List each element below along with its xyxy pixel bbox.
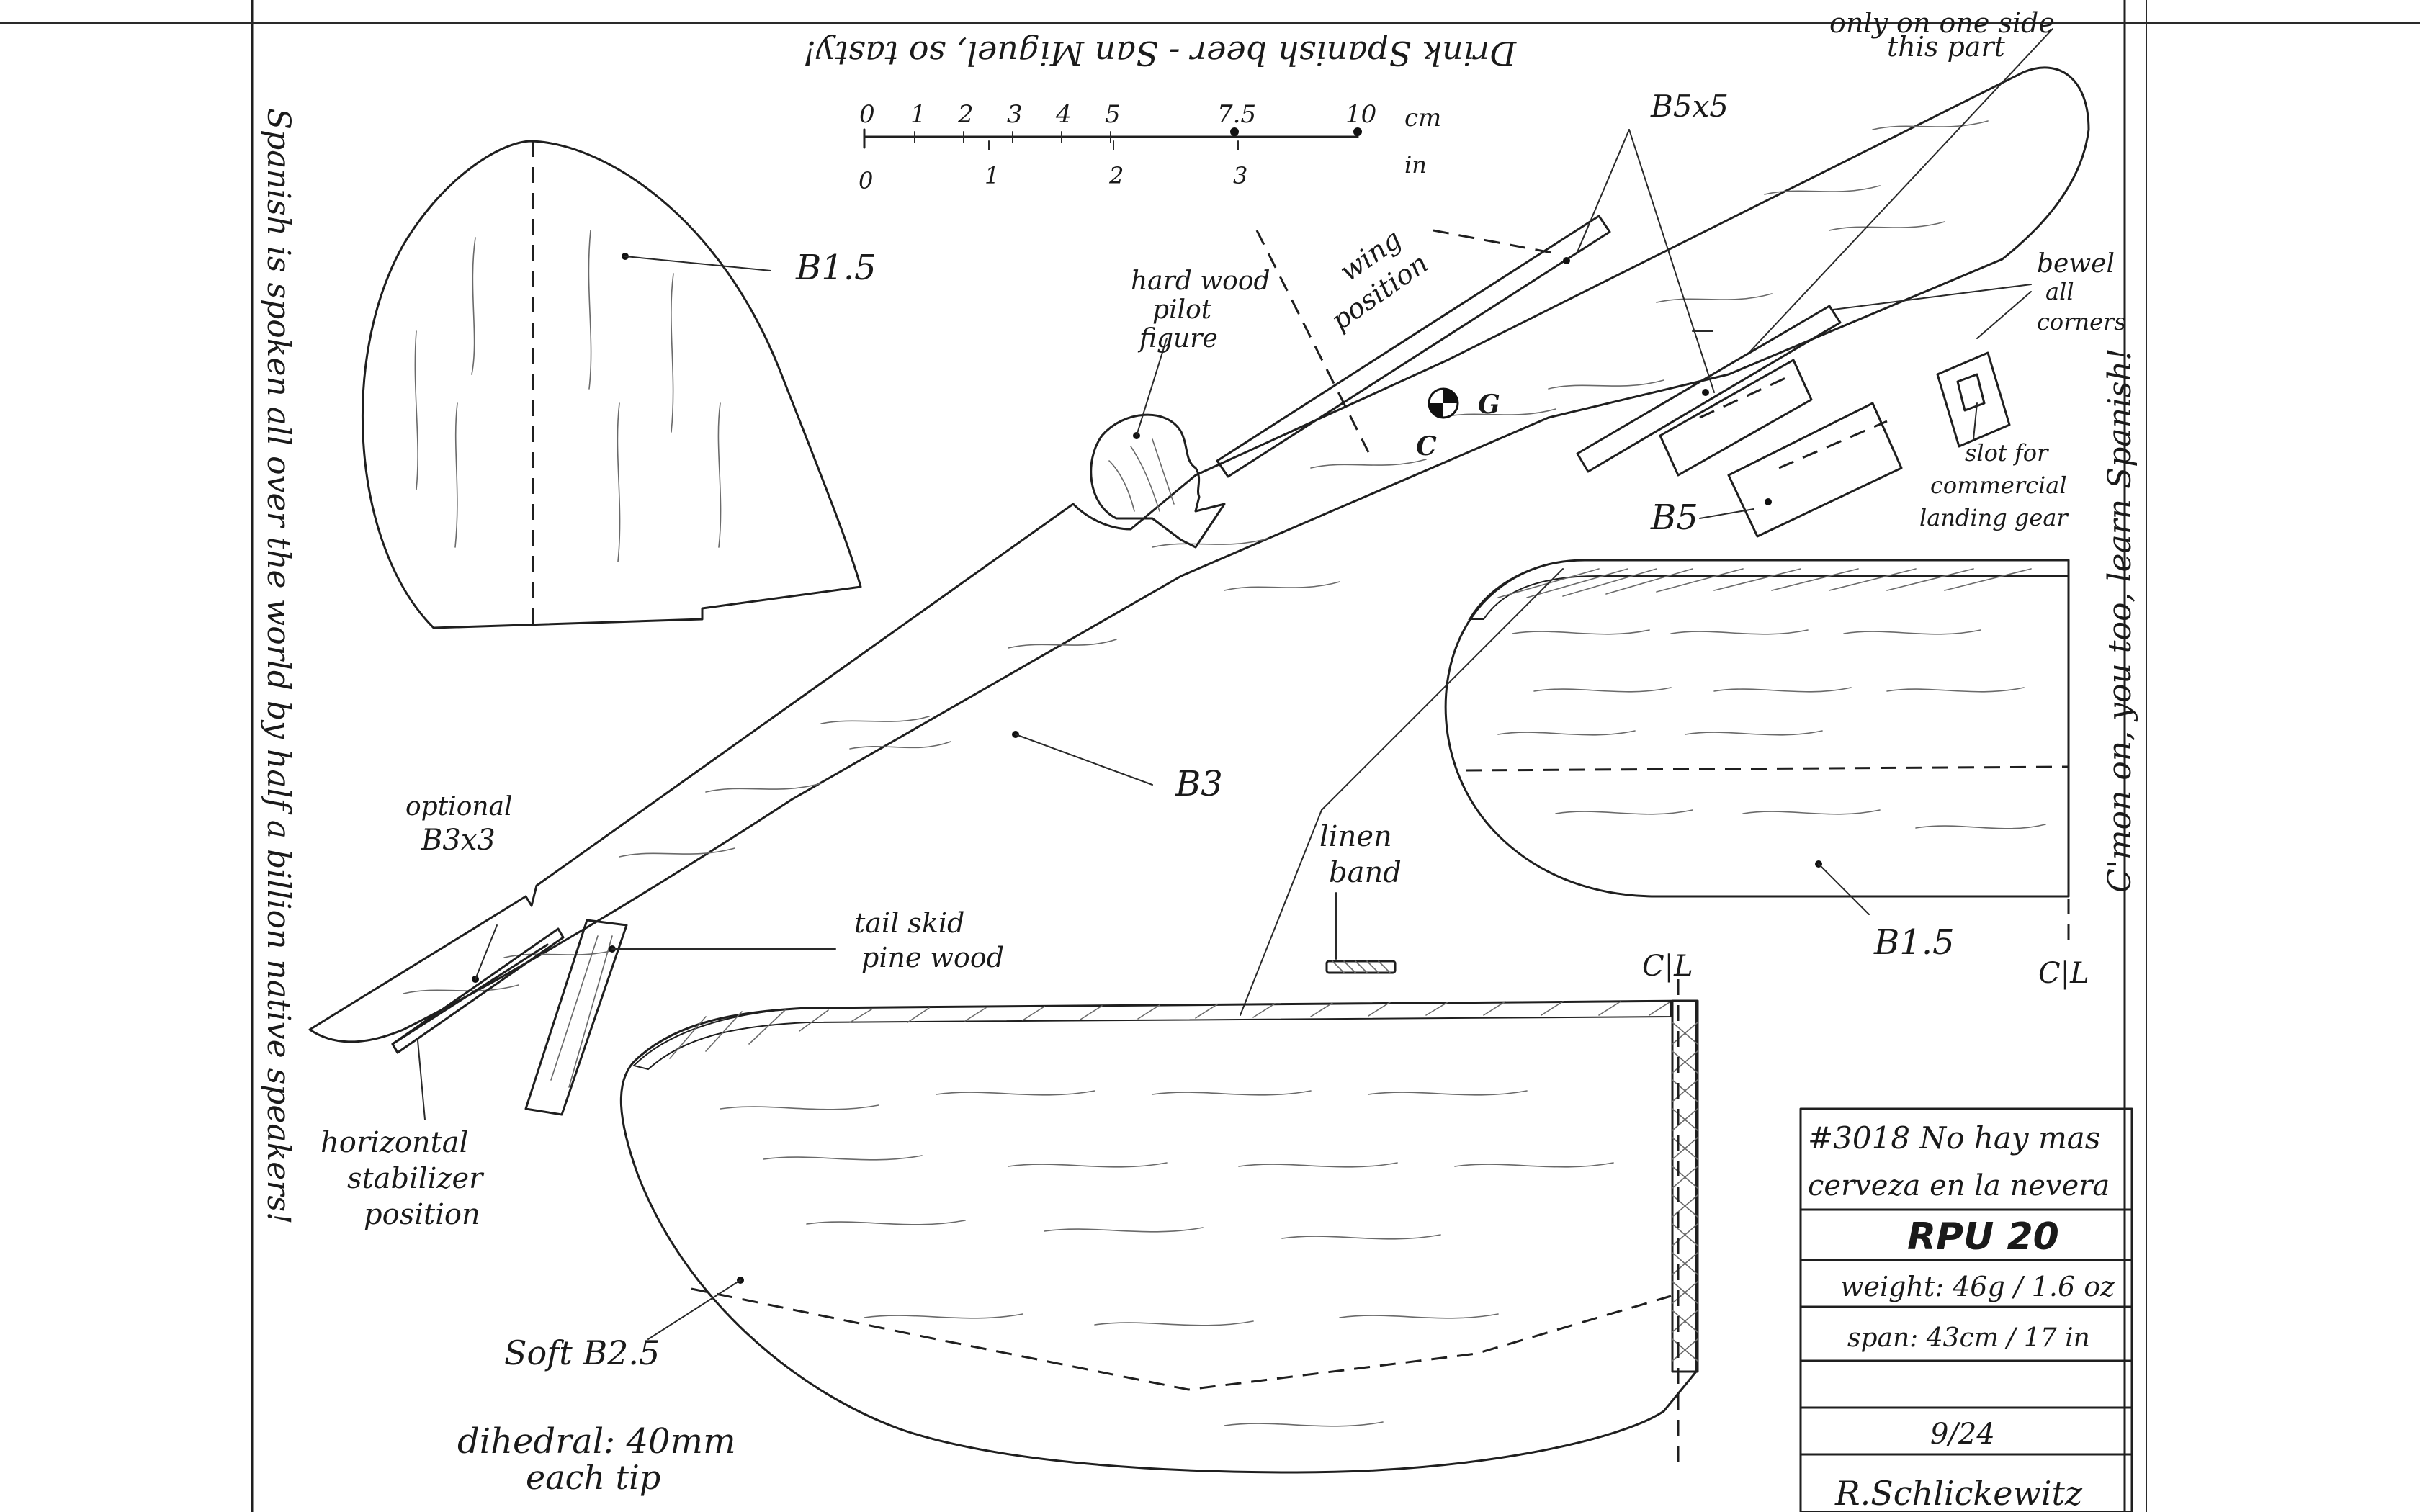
- cg-label-g: G: [1478, 390, 1500, 420]
- in-tick-1: 1: [985, 162, 999, 189]
- fuselage-material-label: B3: [1175, 764, 1223, 804]
- bevel-label-1: bewel: [2037, 249, 2115, 279]
- optional-label-1: optional: [405, 792, 513, 822]
- cm-tick-5: 5: [1105, 100, 1121, 129]
- top-note: Drink Spanish beer - San Miguel, so tast…: [803, 34, 1518, 73]
- right-margin-note: C'mon on, you too, learn Spanish!: [2102, 348, 2138, 893]
- b5x5-label: B5x5: [1650, 89, 1729, 124]
- hstab-label-2: stabilizer: [347, 1162, 485, 1195]
- pilot-label-3: figure: [1137, 324, 1218, 354]
- author-signature: R.Schlickewitz: [1834, 1474, 2083, 1512]
- tail-stabilizer-strip: optional B3x3 horizontal stabilizer posi…: [321, 792, 565, 1231]
- wing-centerline-label: C|L: [1642, 950, 1693, 983]
- title-block: #3018 No hay mas cerveza en la nevera RP…: [1799, 1107, 2133, 1512]
- in-unit-label: in: [1404, 151, 1427, 179]
- skid-label-1: tail skid: [854, 907, 964, 939]
- wing-half: Soft B2.5 C|L: [504, 950, 1699, 1474]
- fin-material-label: B1.5: [795, 248, 877, 288]
- pilot-figure: hard wood pilot figure: [1090, 266, 1270, 549]
- cg-label-c: C: [1416, 431, 1437, 462]
- scale-bar: 0 1 2 3 4 5 7.5 10 cm 0 1 2 3 in: [859, 100, 1441, 194]
- dihedral-label-2: each tip: [526, 1458, 660, 1497]
- skid-label-2: pine wood: [861, 942, 1004, 973]
- hstab-label-1: horizontal: [321, 1126, 468, 1159]
- title-line-2: cerveza en la nevera: [1808, 1169, 2110, 1202]
- bevel-label-2: all: [2045, 278, 2074, 305]
- center-of-gravity-marker: C G: [1416, 387, 1500, 462]
- cm-tick-7-5: 7.5: [1217, 100, 1256, 129]
- landing-gear-blocks: B5 B5x5 only on one side this part bewel…: [1576, 7, 2126, 538]
- b5-label: B5: [1650, 498, 1698, 538]
- title-line-1: #3018 No hay mas: [1808, 1120, 2100, 1156]
- span-spec: span: 43cm / 17 in: [1847, 1323, 2090, 1353]
- linen-label-2: band: [1329, 856, 1402, 889]
- cm-unit-label: cm: [1404, 104, 1441, 132]
- weight-spec: weight: 46g / 1.6 oz: [1840, 1271, 2115, 1302]
- dihedral-label-1: dihedral: 40mm: [457, 1421, 736, 1462]
- stab-centerline-label: C|L: [2038, 957, 2089, 990]
- pilot-label-1: hard wood: [1131, 266, 1270, 296]
- slot-label-2: commercial: [1930, 472, 2067, 499]
- in-tick-3: 3: [1233, 162, 1247, 189]
- tail-skid: tail skid pine wood: [524, 907, 1004, 1116]
- stab-material-label: B1.5: [1873, 922, 1955, 963]
- pilot-label-2: pilot: [1152, 295, 1212, 325]
- horizontal-stabilizer: B1.5 C|L: [1444, 559, 2089, 990]
- bevel-label-3: corners: [2037, 308, 2126, 336]
- optional-label-2: B3x3: [421, 824, 496, 857]
- wing-material-label: Soft B2.5: [504, 1333, 660, 1372]
- vertical-fin: B1.5: [362, 140, 877, 629]
- cm-tick-2: 2: [957, 100, 974, 129]
- hstab-label-3: position: [364, 1198, 480, 1231]
- left-margin-note: Spanish is spoken all over the world by …: [260, 108, 297, 1225]
- cm-tick-0: 0: [859, 100, 875, 129]
- cm-tick-1: 1: [910, 100, 926, 129]
- linen-label-1: linen: [1319, 820, 1392, 853]
- fuselage: B3: [308, 66, 2090, 1043]
- one-side-label-2: this part: [1887, 31, 2006, 63]
- in-tick-0: 0: [859, 167, 873, 194]
- slot-label-1: slot for: [1965, 439, 2049, 467]
- linen-band-callout: linen band: [1240, 568, 1564, 1016]
- slot-label-3: landing gear: [1919, 504, 2069, 531]
- cm-tick-3: 3: [1007, 100, 1023, 129]
- drawing-date: 9/24: [1930, 1418, 1995, 1451]
- one-side-label-1: only on one side: [1829, 7, 2055, 39]
- model-name: RPU 20: [1907, 1215, 2059, 1259]
- cm-tick-4: 4: [1055, 100, 1072, 129]
- in-tick-2: 2: [1108, 162, 1124, 189]
- cm-tick-10: 10: [1345, 100, 1376, 129]
